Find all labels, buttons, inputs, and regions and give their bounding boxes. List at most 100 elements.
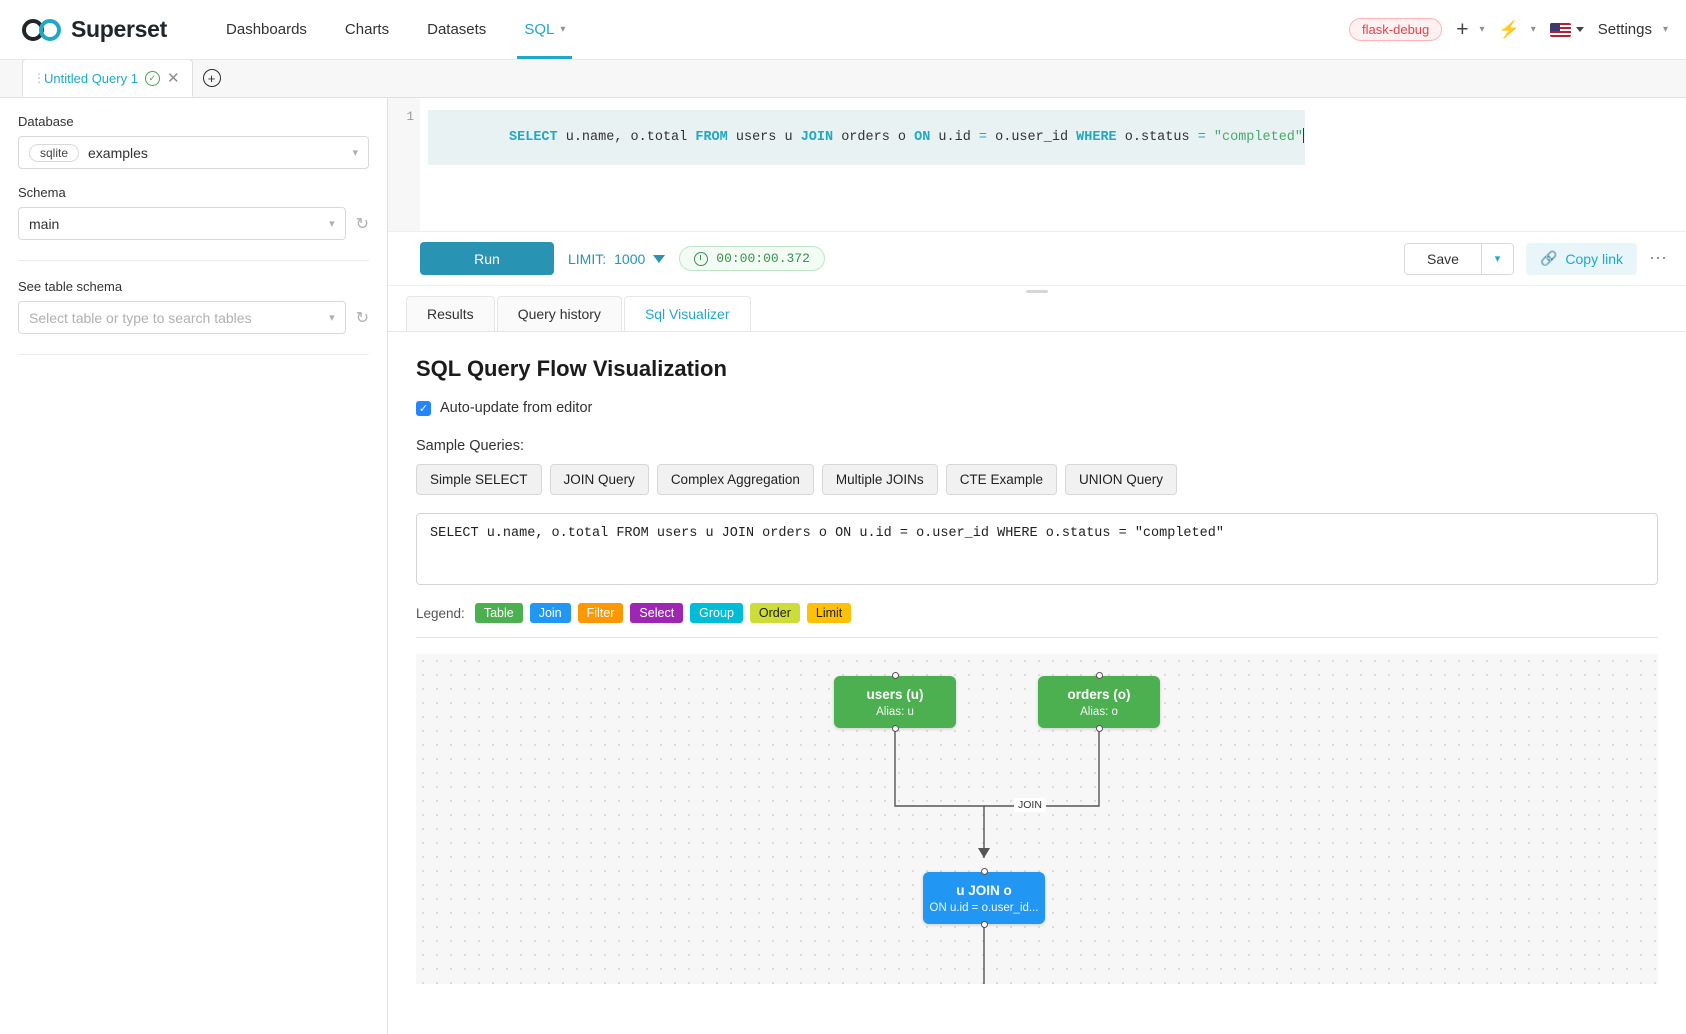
tab-sql-visualizer[interactable]: Sql Visualizer xyxy=(623,296,751,331)
run-button[interactable]: Run xyxy=(420,242,554,275)
sql-token: ON xyxy=(914,130,931,145)
drag-handle-icon[interactable]: ⋮ xyxy=(33,70,46,85)
tab-label: Sql Visualizer xyxy=(644,306,730,322)
chevron-down-icon: ▾ xyxy=(1530,24,1536,35)
table-schema-row: Select table or type to search tables ▾ … xyxy=(18,301,369,334)
save-button[interactable]: Save xyxy=(1405,243,1481,274)
table-search-placeholder: Select table or type to search tables xyxy=(29,309,252,326)
auto-update-label: Auto-update from editor xyxy=(440,400,593,416)
legend-item-order: Order xyxy=(749,603,800,623)
database-value: examples xyxy=(88,144,148,161)
language-selector[interactable] xyxy=(1549,22,1584,37)
sql-code-line: SELECT u.name, o.total FROM users u JOIN… xyxy=(428,110,1306,165)
legend-item-group: Group xyxy=(690,603,743,623)
main-split: Database sqlite examples ▾ Schema main ▾… xyxy=(0,98,1686,1034)
sample-queries-label: Sample Queries: xyxy=(416,438,524,454)
table-schema-label: See table schema xyxy=(18,279,123,294)
flow-node-orders[interactable]: orders (o) Alias: o xyxy=(1038,672,1160,732)
copy-link-button[interactable]: 🔗 Copy link xyxy=(1525,242,1637,275)
nav-item-charts[interactable]: Charts xyxy=(326,0,408,59)
sql-input-textarea[interactable] xyxy=(416,513,1658,585)
editor-code-area[interactable]: SELECT u.name, o.total FROM users u JOIN… xyxy=(420,98,1686,231)
refresh-tables-icon[interactable]: ↻ xyxy=(355,309,369,327)
tab-query-history[interactable]: Query history xyxy=(496,296,622,331)
node-subtitle: ON u.id = o.user_id... xyxy=(929,901,1039,914)
pane-resize-handle[interactable] xyxy=(388,286,1686,296)
settings-menu[interactable]: Settings ▾ xyxy=(1598,21,1668,38)
sql-editor[interactable]: 1 SELECT u.name, o.total FROM users u JO… xyxy=(388,98,1686,232)
sample-button-join-query[interactable]: JOIN Query xyxy=(549,464,649,495)
node-handle-bottom[interactable] xyxy=(1095,725,1103,732)
table-search-input[interactable]: Select table or type to search tables ▾ xyxy=(18,301,346,334)
limit-selector[interactable]: LIMIT: 1000 xyxy=(568,250,666,267)
plus-icon: + xyxy=(1456,18,1469,41)
sql-token: u.name, o.total xyxy=(557,130,696,145)
limit-value: 1000 xyxy=(614,250,646,267)
node-handle-top[interactable] xyxy=(891,672,899,679)
left-query-config-panel: Database sqlite examples ▾ Schema main ▾… xyxy=(0,98,388,1034)
legend-item-table: Table xyxy=(474,603,523,623)
sql-token: "completed" xyxy=(1205,130,1304,145)
limit-label: LIMIT: xyxy=(568,250,607,267)
node-handle-bottom[interactable] xyxy=(891,725,899,732)
refresh-schema-icon[interactable]: ↻ xyxy=(355,215,369,233)
top-navigation-bar: Superset Dashboards Charts Datasets SQL … xyxy=(0,0,1686,60)
query-tab-strip: ⋮ Untitled Query 1 ✓ ✕ + xyxy=(0,59,1686,98)
legend-item-limit: Limit xyxy=(806,603,852,623)
node-title: u JOIN o xyxy=(956,882,1012,898)
node-subtitle: Alias: o xyxy=(1080,705,1118,718)
toolbar-right-group: Save ▾ 🔗 Copy link ⋯ xyxy=(1404,242,1668,275)
sample-button-complex-aggregation[interactable]: Complex Aggregation xyxy=(656,464,814,495)
sample-button-simple-select[interactable]: Simple SELECT xyxy=(416,464,542,495)
chevron-down-icon: ▾ xyxy=(329,312,335,324)
link-icon: 🔗 xyxy=(1539,250,1558,266)
sql-token: = xyxy=(978,130,988,145)
flow-edges xyxy=(894,728,1100,984)
flask-debug-badge[interactable]: flask-debug xyxy=(1349,18,1443,41)
chevron-down-icon: ▾ xyxy=(1479,24,1485,35)
query-tab-untitled-query-1[interactable]: ⋮ Untitled Query 1 ✓ ✕ xyxy=(22,59,193,97)
nav-item-datasets[interactable]: Datasets xyxy=(408,0,505,59)
caret-down-icon xyxy=(653,254,666,263)
node-handle-top[interactable] xyxy=(1095,672,1103,679)
schema-value: main xyxy=(29,215,60,232)
close-icon[interactable]: ✕ xyxy=(166,70,180,87)
add-query-tab-button[interactable]: + xyxy=(193,59,231,97)
caret-down-icon xyxy=(1575,27,1584,32)
nav-label: Datasets xyxy=(427,21,487,38)
flow-node-join[interactable]: u JOIN o ON u.id = o.user_id... xyxy=(923,868,1045,928)
superset-logo[interactable]: Superset xyxy=(22,16,167,43)
sample-button-cte-example[interactable]: CTE Example xyxy=(945,464,1057,495)
more-options-icon[interactable]: ⋯ xyxy=(1649,248,1668,268)
new-item-button[interactable]: + ▾ xyxy=(1456,19,1484,40)
node-handle-bottom[interactable] xyxy=(980,921,988,928)
sql-token: o.status xyxy=(1116,130,1198,145)
sample-button-union-query[interactable]: UNION Query xyxy=(1064,464,1177,495)
nav-item-sql[interactable]: SQL ▾ xyxy=(505,0,584,59)
auto-update-checkbox[interactable]: ✓ xyxy=(416,400,431,416)
database-select[interactable]: sqlite examples ▾ xyxy=(18,136,369,169)
flow-canvas[interactable]: JOIN users (u) Alias: u orders (o) Alias… xyxy=(416,654,1658,984)
node-handle-top[interactable] xyxy=(980,868,988,875)
sql-visualizer-panel: SQL Query Flow Visualization ✓ Auto-upda… xyxy=(388,332,1686,1034)
line-number: 1 xyxy=(406,110,414,124)
sql-token: u.id xyxy=(930,130,979,145)
sql-token: = xyxy=(1197,130,1206,145)
query-timer: 00:00:00.372 xyxy=(679,246,825,271)
tab-results[interactable]: Results xyxy=(406,296,495,331)
nav-item-dashboards[interactable]: Dashboards xyxy=(207,0,326,59)
result-tabs-container: Results Query history Sql Visualizer xyxy=(388,296,1686,332)
save-dropdown-button[interactable]: ▾ xyxy=(1480,243,1513,274)
text-cursor xyxy=(1303,128,1305,143)
quick-actions-button[interactable]: ⚡ ▾ xyxy=(1499,21,1536,38)
flow-node-users[interactable]: users (u) Alias: u xyxy=(834,672,956,732)
sample-button-multiple-joins[interactable]: Multiple JOINs xyxy=(821,464,938,495)
schema-select[interactable]: main ▾ xyxy=(18,207,346,240)
database-label: Database xyxy=(18,114,74,129)
panel-divider-2 xyxy=(18,354,369,355)
main-nav-items: Dashboards Charts Datasets SQL ▾ xyxy=(207,0,584,59)
sql-token: FROM xyxy=(695,130,728,145)
edge-label-join: JOIN xyxy=(1014,798,1046,812)
page-title: SQL Query Flow Visualization xyxy=(416,356,727,381)
node-title: users (u) xyxy=(866,686,924,702)
